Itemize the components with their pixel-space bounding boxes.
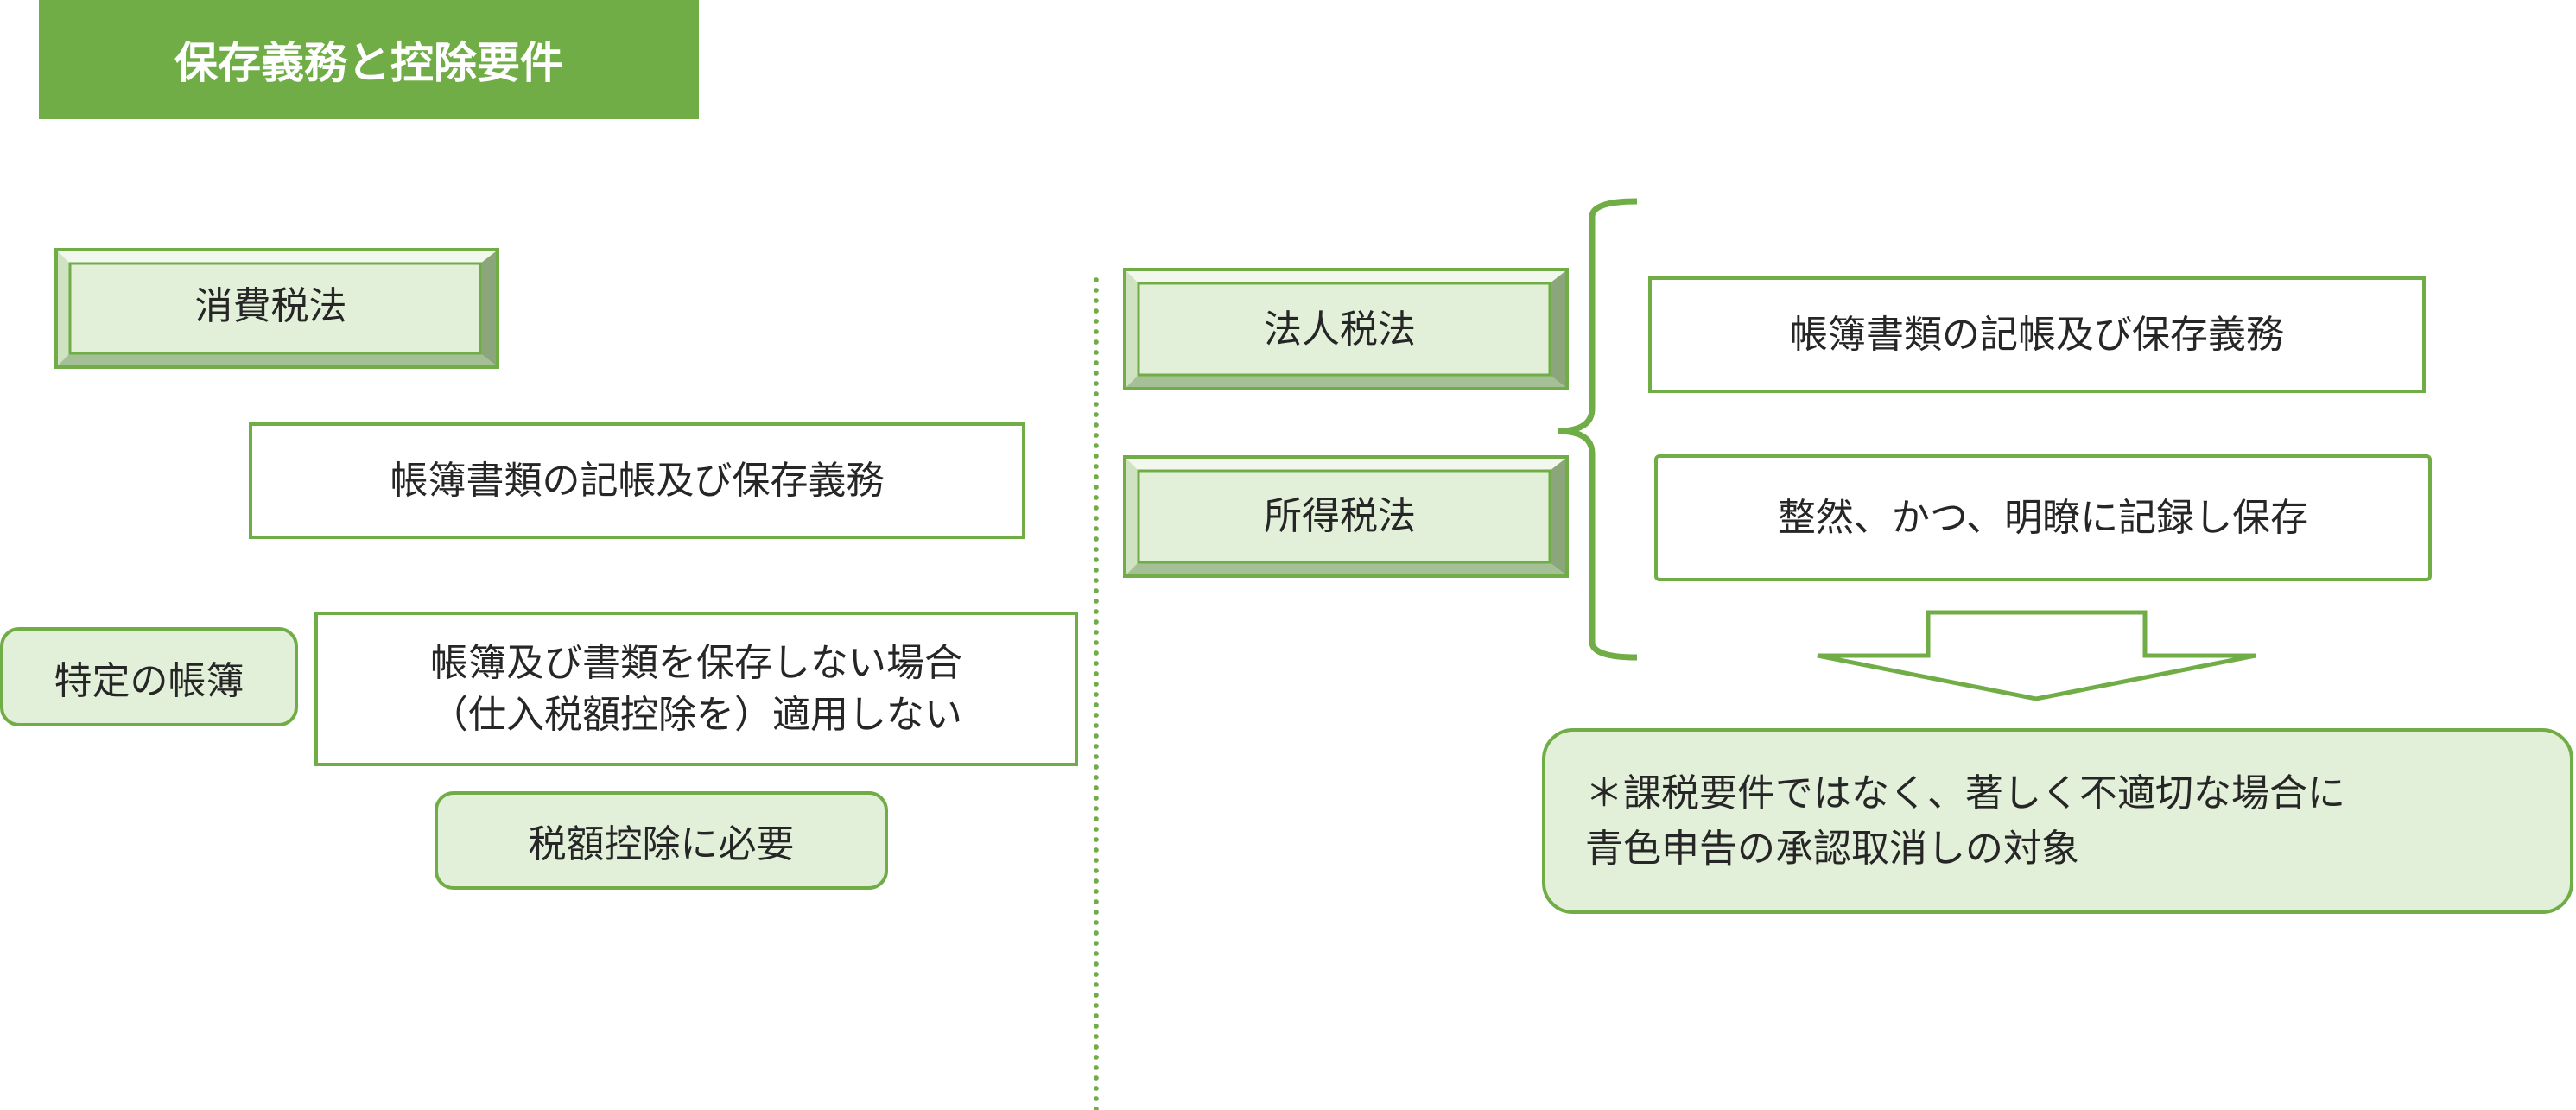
note-line-1: ＊課税要件ではなく、著しく不適切な場合に [1585,771,2345,815]
shohizei-law-box: 消費税法 [54,248,499,369]
shohizei-law-label: 消費税法 [194,284,347,328]
bevel-frame-shape [58,251,496,365]
deduction-required-box: 税額控除に必要 [435,791,888,890]
left-book-duty-text: 帳簿書類の記帳及び保存義務 [390,458,885,503]
hojinzei-law-box: 法人税法 [1123,268,1569,390]
condition-box: 帳簿及び書類を保存しない場合 （仕入税額控除を）適用しない [314,612,1078,766]
shotokuzei-law-box: 所得税法 [1123,455,1569,578]
right-book-duty-text: 帳簿書類の記帳及び保存義務 [1790,312,2284,357]
down-arrow-icon [1817,610,2256,701]
left-book-duty-box: 帳簿書類の記帳及び保存義務 [249,422,1025,539]
hojinzei-law-label: 法人税法 [1264,308,1416,352]
curly-brace [1557,198,1638,661]
specific-books-text: 特定の帳簿 [54,658,244,703]
orderly-keeping-box: 整然、かつ、明瞭に記録し保存 [1654,454,2432,581]
condition-line-2: （仕入税額控除を）適用しない [430,692,962,737]
bevel-frame-shape [1126,459,1565,574]
page-title: 保存義務と控除要件 [39,0,699,119]
deduction-required-text: 税額控除に必要 [528,822,795,866]
section-divider [1094,275,1099,1110]
bevel-frame-shape [1126,271,1565,387]
right-book-duty-box: 帳簿書類の記帳及び保存義務 [1648,276,2426,393]
specific-books-box: 特定の帳簿 [0,627,298,726]
shotokuzei-law-label: 所得税法 [1264,494,1416,538]
orderly-keeping-text: 整然、かつ、明瞭に記録し保存 [1777,495,2309,540]
note-line-2: 青色申告の承認取消しの対象 [1585,826,2079,871]
condition-line-1: 帳簿及び書類を保存しない場合 [430,641,962,686]
blue-return-note-box: ＊課税要件ではなく、著しく不適切な場合に 青色申告の承認取消しの対象 [1542,728,2573,914]
